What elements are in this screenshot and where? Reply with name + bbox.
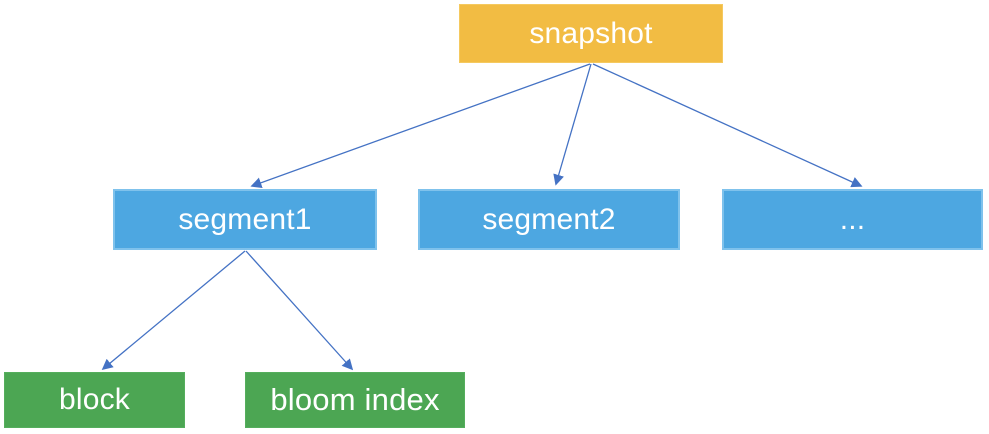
edge-segment1-block — [101, 250, 246, 371]
node-segment2-label: segment2 — [482, 202, 616, 236]
node-segments-more: ... — [722, 189, 983, 250]
node-segment1-label: segment1 — [178, 202, 312, 236]
node-snapshot: snapshot — [459, 4, 723, 63]
node-block: block — [4, 372, 185, 428]
node-snapshot-label: snapshot — [529, 16, 653, 50]
node-segments-more-label: ... — [839, 202, 866, 236]
node-segment2: segment2 — [418, 189, 680, 250]
node-bloom-index-label: bloom index — [270, 382, 440, 417]
edge-snapshot-segment1 — [250, 63, 591, 188]
edge-snapshot-segments-more — [592, 63, 863, 188]
edge-segment1-bloom-index — [245, 250, 354, 371]
node-segment1: segment1 — [113, 189, 377, 250]
edge-snapshot-segment2 — [553, 63, 592, 186]
node-block-label: block — [58, 383, 131, 416]
node-bloom-index: bloom index — [245, 372, 465, 428]
